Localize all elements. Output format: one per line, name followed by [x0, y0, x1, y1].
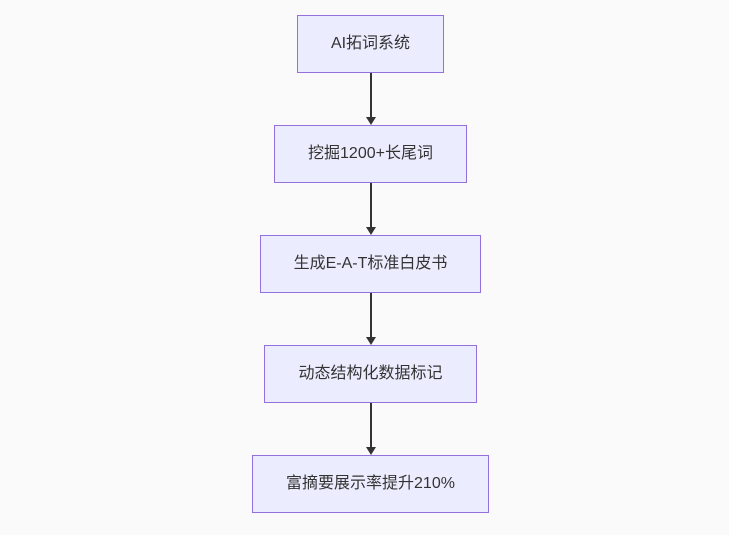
flow-node-eat-whitepaper: 生成E-A-T标准白皮书	[259, 235, 482, 293]
arrow-line	[369, 183, 372, 228]
flowchart: AI拓词系统 挖掘1200+长尾词 生成E-A-T标准白皮书 动态结构化数据标记…	[6, 15, 729, 513]
flow-arrow-3	[365, 293, 376, 345]
arrow-down-icon	[365, 227, 376, 235]
flow-arrow-2	[365, 183, 376, 235]
arrow-line	[369, 73, 372, 118]
flow-node-rich-snippet-rate: 富摘要展示率提升210%	[252, 455, 489, 513]
arrow-down-icon	[365, 337, 376, 345]
arrow-down-icon	[365, 117, 376, 125]
arrow-down-icon	[365, 447, 376, 455]
flow-arrow-1	[365, 73, 376, 125]
arrow-line	[369, 403, 372, 448]
flow-node-structured-data-markup: 动态结构化数据标记	[264, 345, 477, 403]
flow-node-longtail-keywords: 挖掘1200+长尾词	[274, 125, 467, 183]
arrow-line	[369, 293, 372, 338]
flow-arrow-4	[365, 403, 376, 455]
flow-node-ai-expansion-system: AI拓词系统	[296, 15, 445, 73]
